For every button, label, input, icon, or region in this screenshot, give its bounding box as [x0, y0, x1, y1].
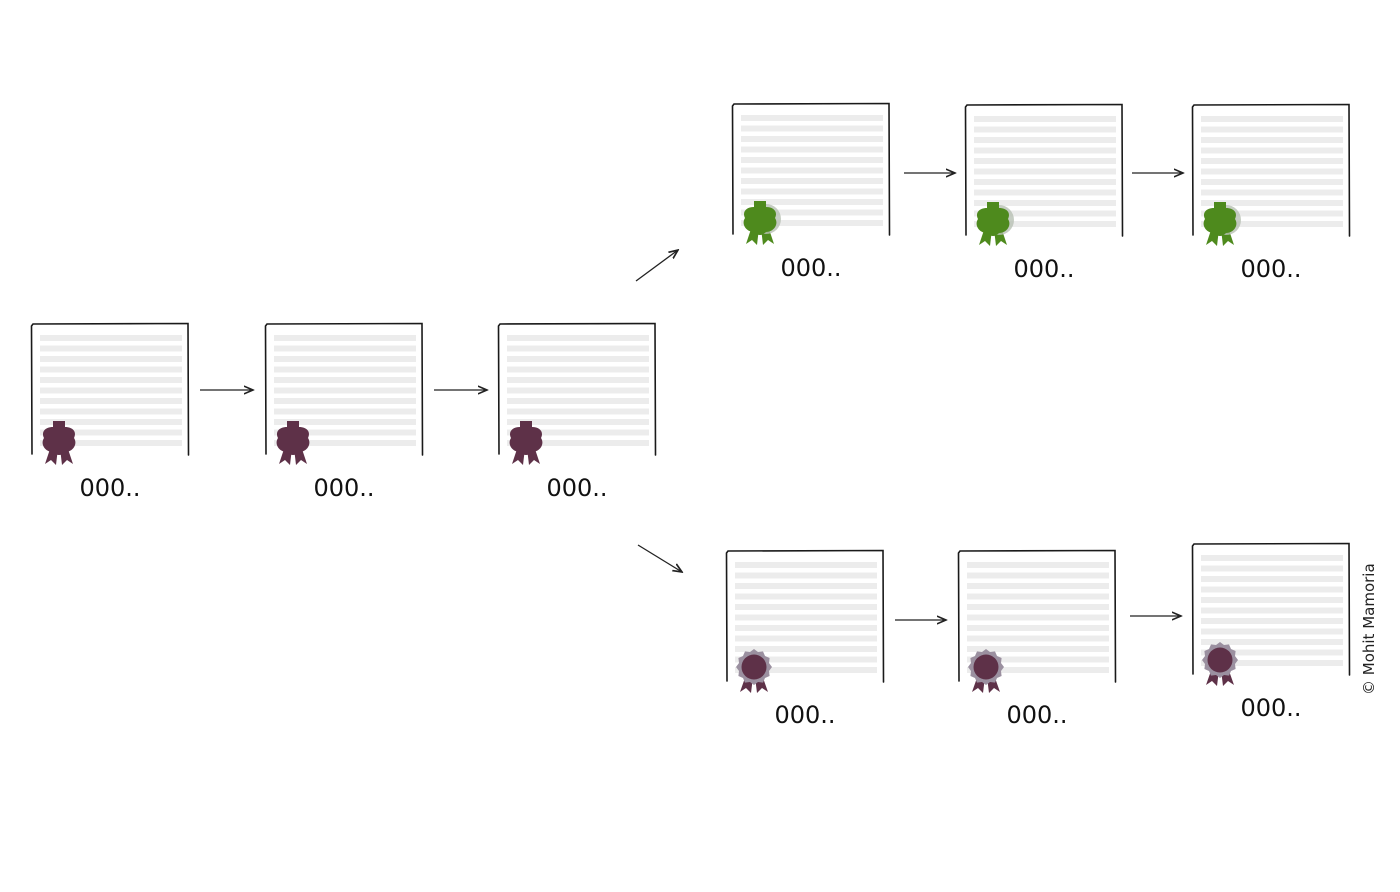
block-lower-fork-1: 000.. — [725, 549, 885, 729]
block-label: 000.. — [1013, 255, 1074, 283]
block-main-1: 000.. — [30, 322, 190, 502]
rosette-seal-icon — [1202, 642, 1238, 686]
block-lower-fork-3: 000.. — [1191, 542, 1351, 722]
credit-text: © Mohit Mamoria — [1360, 563, 1378, 695]
block-label: 000.. — [774, 701, 835, 729]
wax-seal-icon — [276, 421, 310, 465]
block-label: 000.. — [1240, 694, 1301, 722]
block-label: 000.. — [1240, 255, 1301, 283]
block-label: 000.. — [780, 254, 841, 282]
rosette-seal-icon — [736, 649, 772, 693]
block-label: 000.. — [546, 474, 607, 502]
arrow-fork-upper — [635, 250, 678, 282]
wax-seal-icon — [1203, 202, 1241, 246]
block-upper-fork-2: 000.. — [964, 103, 1124, 283]
block-main-2: 000.. — [264, 322, 424, 502]
wax-seal-icon — [42, 421, 76, 465]
rosette-seal-icon — [968, 649, 1004, 693]
block-lower-fork-2: 000.. — [957, 549, 1117, 729]
wax-seal-icon — [976, 202, 1014, 246]
block-upper-fork-3: 000.. — [1191, 103, 1351, 283]
wax-seal-icon — [743, 201, 781, 245]
block-main-3: 000.. — [497, 322, 657, 502]
arrow-fork-lower — [637, 544, 682, 572]
block-label: 000.. — [313, 474, 374, 502]
wax-seal-icon — [509, 421, 543, 465]
block-label: 000.. — [1006, 701, 1067, 729]
block-upper-fork-1: 000.. — [731, 102, 891, 282]
block-label: 000.. — [79, 474, 140, 502]
